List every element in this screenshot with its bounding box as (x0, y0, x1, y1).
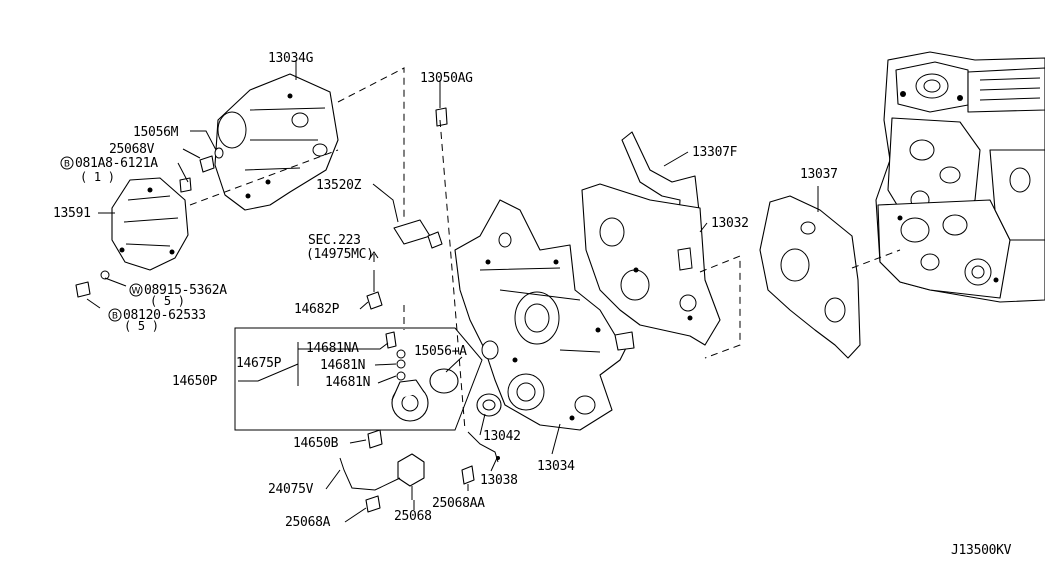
label-24075V: 24075V (268, 482, 314, 497)
label-08915-5362A: 08915-5362A (144, 283, 227, 298)
pump-assembly-14650P (385, 331, 459, 422)
engine-block-illustration (875, 51, 1045, 303)
label-13037: 13037 (800, 167, 838, 182)
label-13520Z: 13520Z (316, 178, 362, 193)
label-13050AG: 13050AG (420, 71, 473, 86)
label-13591: 13591 (53, 206, 91, 221)
label-13034G: 13034G (268, 51, 314, 66)
label-25068AA: 25068AA (432, 496, 485, 511)
leader-lines (86, 60, 819, 523)
label-15056A: 15056+A (414, 344, 467, 359)
label-25068A: 25068A (285, 515, 331, 530)
oil-seal-13042 (476, 393, 502, 417)
label-13038: 13038 (480, 473, 518, 488)
label-15056M: 15056M (133, 125, 179, 140)
svg-text:B: B (112, 312, 118, 322)
gasket-13037 (759, 195, 861, 359)
bolt-badge-081A8: B (60, 156, 74, 170)
svg-text:B: B (64, 160, 70, 170)
alignment-lines (189, 67, 901, 431)
label-081A8-6121A: 081A8-6121A (75, 156, 158, 171)
label-14650P: 14650P (172, 374, 218, 389)
label-081A8-qty: ( 1 ) (80, 170, 115, 184)
subassembly-box-14650P (234, 327, 483, 431)
bolt-badge-08120: B (108, 308, 122, 322)
label-08120-qty: ( 5 ) (124, 319, 159, 333)
front-cover-13034 (454, 199, 635, 431)
svg-text:W: W (132, 287, 141, 297)
small-fasteners-upper (75, 107, 448, 298)
label-08120-62533: 08120-62533 (123, 308, 206, 323)
label-13307F: 13307F (692, 145, 738, 160)
label-14650B: 14650B (293, 436, 339, 451)
label-sec-223: SEC.223 (308, 233, 361, 248)
label-13042: 13042 (483, 429, 521, 444)
cover-13591 (111, 177, 189, 271)
label-14975MC: (14975MC) (306, 247, 374, 262)
washer-badge-08915: W (129, 283, 143, 297)
sensor-25068 (339, 429, 475, 513)
label-14681NA: 14681NA (306, 341, 359, 356)
label-13034: 13034 (537, 459, 575, 474)
sensor-14682P (366, 251, 383, 310)
label-25068V: 25068V (109, 142, 155, 157)
label-14681N-upper: 14681N (320, 358, 365, 373)
label-14681N-lower: 14681N (325, 375, 370, 390)
label-14682P: 14682P (294, 302, 340, 317)
part-labels: 13034G 13050AG 15056M 25068V 081A8-6121A… (53, 51, 1012, 558)
label-14675P: 14675P (236, 356, 282, 371)
label-13032: 13032 (711, 216, 749, 231)
upper-cover-13034G (214, 73, 339, 211)
diagram-code: J13500KV (951, 543, 1012, 558)
solenoid-13520Z (393, 219, 443, 249)
label-25068: 25068 (394, 509, 432, 524)
label-08915-qty: ( 5 ) (150, 294, 185, 308)
plate-13032 (581, 183, 721, 346)
